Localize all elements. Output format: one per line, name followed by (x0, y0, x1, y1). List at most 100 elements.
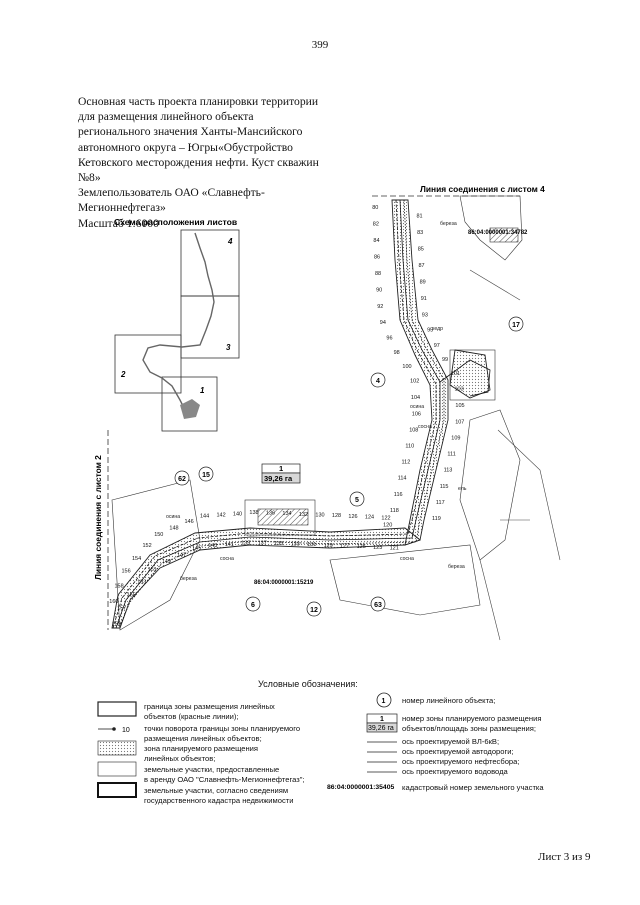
hatched-area (257, 508, 309, 526)
turning-point-number: 144 (200, 514, 209, 520)
turning-point-number: 125 (357, 544, 366, 550)
cadastral-label: 86:04:0000001:15219 (254, 580, 314, 586)
object-circles: 4 5 62 15 6 12 63 17 (174, 316, 524, 617)
vegetation-word: сосна (220, 556, 234, 562)
turning-point-number: 113 (444, 468, 453, 474)
turning-point-number: 138 (249, 510, 258, 516)
legend-item: ось проектируемой автодороги; (402, 747, 514, 757)
legend-text: размещения линейных объектов; (144, 733, 262, 743)
turning-point-number: 119 (432, 516, 441, 522)
turning-point-number: 118 (390, 508, 399, 514)
turning-point-number: 102 (410, 378, 419, 384)
turning-point-number: 93 (422, 312, 428, 318)
zone-label-area: 39,26 га (264, 474, 293, 483)
header-line: Землепользователь ОАО «Славнефть- (78, 186, 265, 200)
turning-point-number: 91 (421, 296, 427, 302)
turning-point-number: 137 (258, 540, 267, 546)
turning-point-number: 97 (434, 343, 440, 349)
legend-item: номер линейного объекта; (402, 696, 495, 706)
turning-point-number: 116 (394, 492, 403, 498)
legend-title: Условные обозначения: (258, 679, 358, 689)
legend-symbol-point (112, 727, 116, 731)
turning-point-number: 115 (440, 484, 449, 490)
turning-point-number: 149 (162, 559, 171, 565)
turning-point-number: 84 (373, 238, 379, 244)
turning-point-number: 121 (390, 546, 399, 552)
turning-point-number: 129 (324, 543, 333, 549)
turning-point-number: 92 (377, 304, 383, 310)
parcel-north (459, 195, 523, 261)
legend-point-sample: 10 (122, 727, 130, 734)
turning-point-number: 108 (409, 428, 418, 434)
legend-item: ось проектируемого водовода (402, 767, 508, 777)
sheet-frame-3 (180, 295, 240, 359)
scheme-route (142, 232, 215, 413)
vegetation-word: береза (180, 576, 197, 582)
legend-text: номер зоны планируемого размещения (402, 714, 542, 723)
object-number: 6 (251, 602, 255, 609)
sheet-info: Лист 3 из 9 (538, 851, 591, 863)
turning-point-number: 140 (233, 511, 242, 517)
object-number: 5 (355, 497, 359, 504)
header-line: регионального значения Ханты-Мансийского (78, 125, 303, 139)
scheme-pad (180, 399, 200, 419)
turning-point-number: 124 (365, 515, 374, 521)
turning-point-number: 139 (241, 541, 250, 547)
legend-item: ось проектируемой ВЛ-6кВ; (402, 737, 499, 747)
turning-point-number: 103 (455, 387, 464, 393)
legend-zone-area-box (366, 722, 398, 733)
header-line: Мегионнефтегаз» (78, 201, 166, 215)
object-circle (508, 316, 524, 332)
legend-zone-number: 1 (380, 716, 384, 723)
object-number: 62 (178, 476, 186, 483)
object-circle (349, 491, 365, 507)
turning-point-number: 132 (299, 512, 308, 518)
legend-item: зона планируемого размещения линейных об… (144, 744, 258, 764)
object-number: 17 (512, 322, 520, 329)
turning-point-number: 145 (192, 546, 201, 552)
turning-point-number: 95 (427, 328, 433, 334)
turning-point-number: 88 (375, 271, 381, 277)
axis-water (118, 199, 445, 629)
parcel-south (329, 544, 481, 616)
zone-label-number: 1 (279, 464, 283, 473)
legend-symbol-box (97, 701, 137, 717)
turning-point-number: 153 (137, 580, 146, 586)
legend-item: ось проектируемого нефтесбора; (402, 757, 520, 767)
legend-cadastral-sample: 86:04:0000001:35405 (327, 784, 394, 791)
legend-text: зона планируемого размещения (144, 744, 259, 753)
misc-line (469, 269, 521, 301)
vegetation-word: осина (410, 404, 424, 410)
sheet-label: 4 (227, 237, 233, 246)
turning-point-number: 135 (274, 541, 283, 547)
cadastral-label: 86:04:0000001:34782 (468, 230, 528, 236)
sheet-label: 2 (120, 370, 126, 379)
turning-point-number: 154 (132, 556, 141, 562)
object-axes (112, 199, 491, 629)
legend-text: объектов (красные линии); (144, 711, 239, 721)
legend-text: объектов/площадь зоны размещения; (402, 723, 536, 733)
hatched-parcels (257, 227, 519, 526)
turning-point-number: 109 (451, 436, 460, 442)
parcel-east (459, 409, 521, 561)
axis-vl (439, 359, 491, 397)
zone-label-area-box (261, 472, 301, 484)
sheet-frame-1 (161, 376, 218, 432)
vegetation-word: сосна (400, 556, 414, 562)
turning-point-number: 117 (436, 500, 445, 506)
turning-point-number: 151 (148, 567, 157, 573)
legend-text: ось проектируемой ВЛ-6кВ; (402, 737, 500, 746)
turning-point-number: 128 (332, 513, 341, 519)
scheme-title: Схема расположения листов (114, 217, 237, 227)
turning-point-number: 136 (266, 511, 275, 517)
turning-point-number: 83 (417, 230, 423, 236)
turning-point-number: 148 (169, 526, 178, 532)
legend-item: точки поворота границы зоны планируемого… (144, 724, 300, 744)
sheet-label: 1 (200, 386, 205, 395)
legend-symbol-empty (97, 761, 137, 777)
legend-item: земельные участки, предоставленные в аре… (144, 765, 305, 785)
sheet-scheme: 4 3 2 1 (114, 229, 240, 432)
object-number: 12 (310, 607, 318, 614)
turning-point-number: 86 (374, 255, 380, 261)
